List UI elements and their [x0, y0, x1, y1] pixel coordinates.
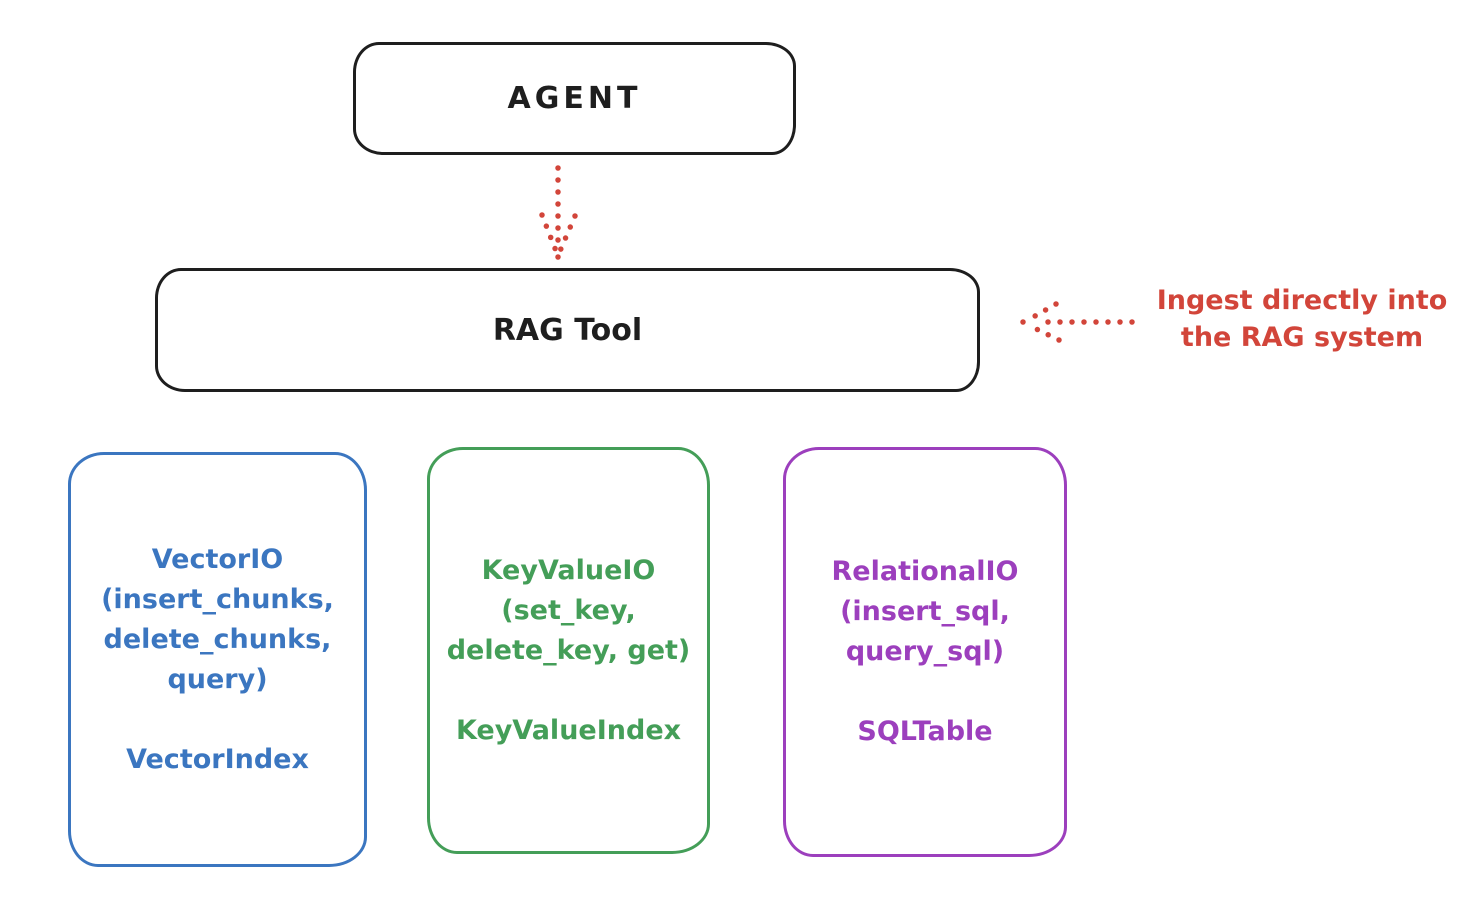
- ingest-annotation: Ingest directly into the RAG system: [1130, 282, 1474, 356]
- keyvalue-io-block: KeyValueIO (set_key, delete_key, get): [447, 551, 691, 671]
- node-relational-io: RelationalIO (insert_sql, query_sql) SQL…: [783, 447, 1067, 857]
- relational-io-block: RelationalIO (insert_sql, query_sql): [832, 552, 1019, 672]
- node-rag-tool: RAG Tool: [155, 268, 980, 392]
- vector-io-block: VectorIO (insert_chunks, delete_chunks, …: [101, 540, 334, 700]
- node-agent-label: AGENT: [507, 81, 642, 116]
- vector-io-line: query): [167, 663, 268, 695]
- dotted-arrow-annotation-to-rag-tool: [1020, 301, 1135, 343]
- keyvalue-io-line: (set_key,: [501, 594, 636, 626]
- dotted-arrow-agent-to-rag-tool: [539, 165, 578, 260]
- keyvalue-index-label: KeyValueIndex: [455, 714, 682, 746]
- ingest-annotation-line1: Ingest directly into: [1156, 285, 1448, 316]
- relational-io-line: query_sql): [845, 636, 1005, 667]
- node-keyvalue-io: KeyValueIO (set_key, delete_key, get) Ke…: [427, 447, 710, 854]
- keyvalue-io-line: delete_key, get): [446, 634, 691, 666]
- node-rag-tool-label: RAG Tool: [492, 312, 643, 348]
- relational-io-line: RelationalIO: [831, 556, 1019, 587]
- vector-io-line: (insert_chunks,: [101, 583, 334, 615]
- vector-index-label: VectorIndex: [126, 743, 309, 775]
- vector-io-line: delete_chunks,: [103, 623, 332, 655]
- sql-table-label: SQLTable: [857, 716, 993, 747]
- node-agent: AGENT: [353, 42, 796, 155]
- keyvalue-io-line: KeyValueIO: [481, 554, 656, 586]
- ingest-annotation-line2: the RAG system: [1180, 322, 1424, 353]
- relational-io-line: (insert_sql,: [840, 596, 1010, 627]
- node-vector-io: VectorIO (insert_chunks, delete_chunks, …: [68, 452, 367, 867]
- vector-io-line: VectorIO: [151, 543, 284, 575]
